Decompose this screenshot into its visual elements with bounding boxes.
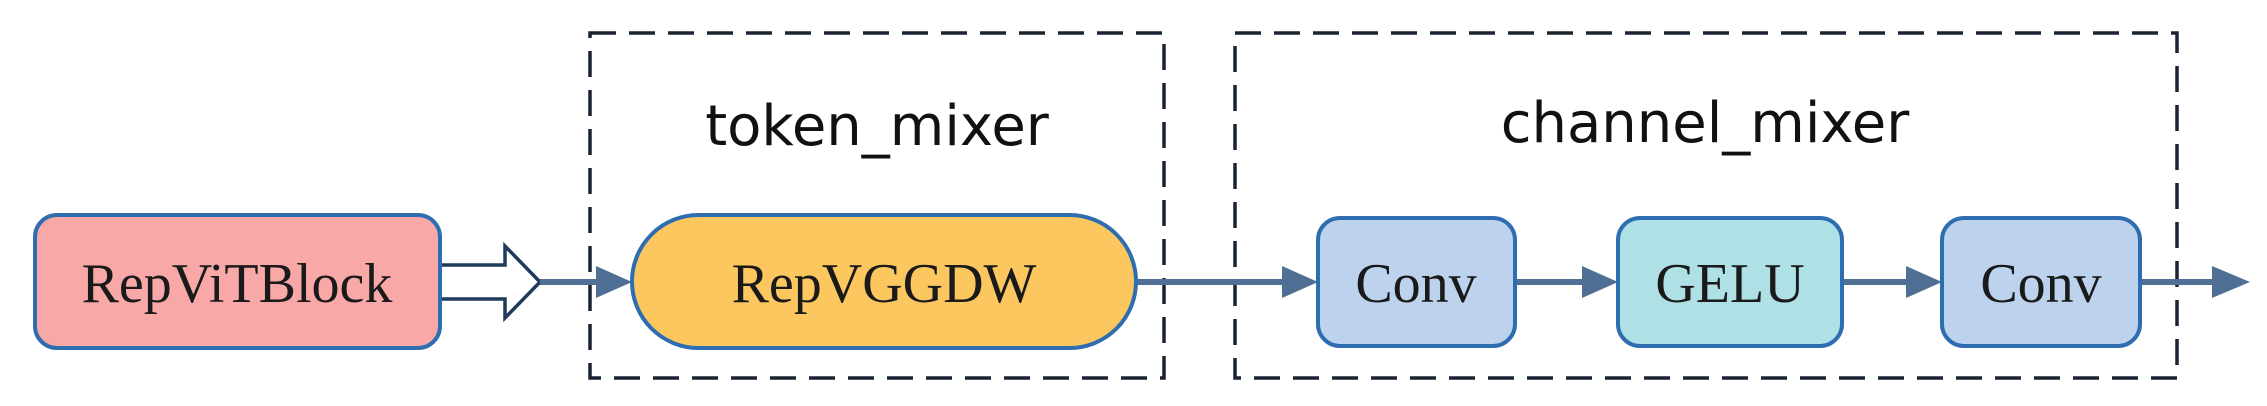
arrowhead-conv2 [1906,266,1942,298]
repvggdw-box [630,213,1138,350]
conv2-box [1940,216,2142,348]
token-mixer-border [588,31,1166,380]
conv2-label: Conv [1980,253,2101,315]
token-mixer-group: token_mixer [588,31,1166,380]
node-repvitblock: RepViTBlock [33,213,442,350]
repvggdw-label: RepVGGDW [732,253,1037,315]
channel-mixer-border [1233,31,2179,380]
channel-mixer-label: channel_mixer [1501,91,1911,156]
channel-mixer-group: channel_mixer [1233,31,2179,380]
node-conv-1: Conv [1316,216,1517,348]
node-repvggdw: RepVGGDW [630,213,1138,350]
arrowhead-gelu [1582,266,1618,298]
node-gelu: GELU [1616,216,1844,348]
conv1-label: Conv [1355,253,1476,315]
gelu-box [1616,216,1844,348]
repvitblock-label: RepViTBlock [82,253,393,315]
node-conv-2: Conv [1940,216,2142,348]
arrowhead-conv1 [1282,266,1318,298]
arrowhead-repvggdw [596,266,632,298]
conv1-box [1316,216,1517,348]
arrowhead-output [2212,266,2250,298]
connectors [438,241,2250,323]
hollow-input-arrow [438,241,543,323]
gelu-label: GELU [1655,253,1804,315]
token-mixer-label: token_mixer [705,94,1050,159]
repvitblock-box [33,213,442,350]
